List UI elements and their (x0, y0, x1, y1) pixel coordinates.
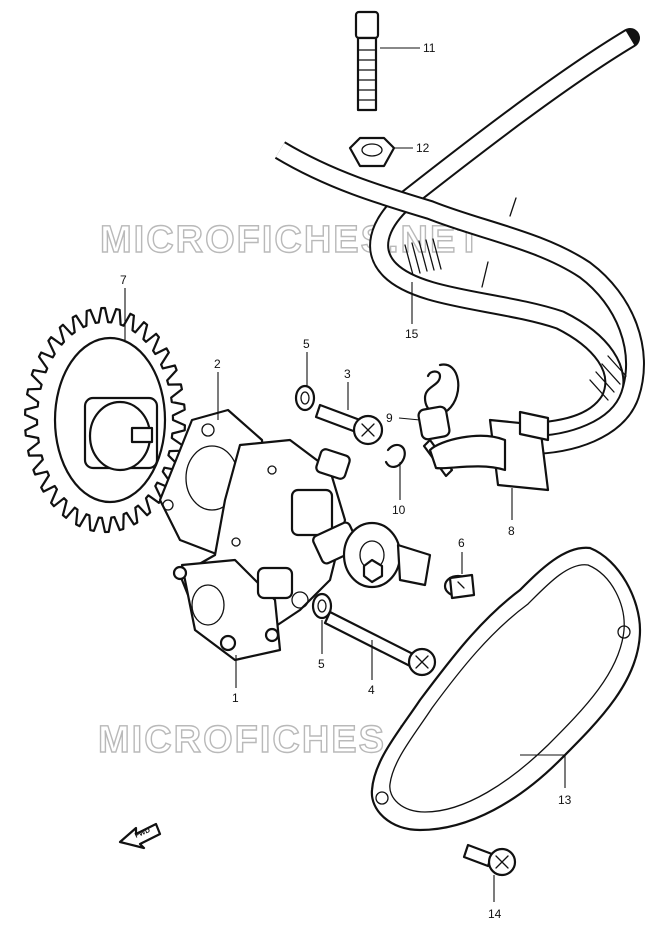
oil-hose-assembly (274, 28, 645, 455)
callout-3: 3 (344, 367, 351, 381)
bleed-bolt-11 (354, 10, 380, 112)
nut-12 (348, 136, 396, 168)
screw-3 (314, 403, 384, 446)
cover-screw-14 (462, 843, 517, 877)
drive-gear-7 (24, 306, 186, 534)
long-screw-4 (323, 610, 437, 677)
callout-9: 9 (386, 411, 393, 425)
callouts: 11 12 7 2 5 3 9 10 15 8 6 1 5 4 13 14 (120, 41, 572, 921)
hose-band-right (589, 355, 627, 401)
callout-14: 14 (488, 907, 502, 921)
watermark-top: MICROFICHES.NET (100, 219, 483, 261)
callout-8: 8 (508, 524, 515, 538)
washer-upper-5 (294, 384, 316, 412)
callout-12: 12 (416, 141, 430, 155)
callout-10: 10 (392, 503, 406, 517)
oil-pump-body-1 (172, 438, 432, 662)
callout-4: 4 (368, 683, 375, 697)
washer-lower-5 (311, 592, 333, 620)
cover-gasket-13 (370, 546, 642, 832)
callout-6: 6 (458, 536, 465, 550)
callout-7: 7 (120, 273, 127, 287)
callout-11: 11 (423, 41, 436, 55)
leader-lines (124, 47, 566, 902)
hose-clamp-bracket-8 (428, 410, 550, 492)
callout-5-lower: 5 (318, 657, 325, 671)
forward-arrow-icon (118, 822, 162, 850)
callout-1: 1 (232, 691, 239, 705)
callout-13: 13 (558, 793, 572, 807)
callout-15: 15 (405, 327, 419, 341)
direction-marker: FWD (118, 822, 162, 850)
callout-2: 2 (214, 357, 221, 371)
clip-10 (384, 443, 406, 468)
callout-5-upper: 5 (303, 337, 310, 351)
cable-end-6 (443, 573, 476, 600)
hose-band-15 (404, 238, 442, 276)
